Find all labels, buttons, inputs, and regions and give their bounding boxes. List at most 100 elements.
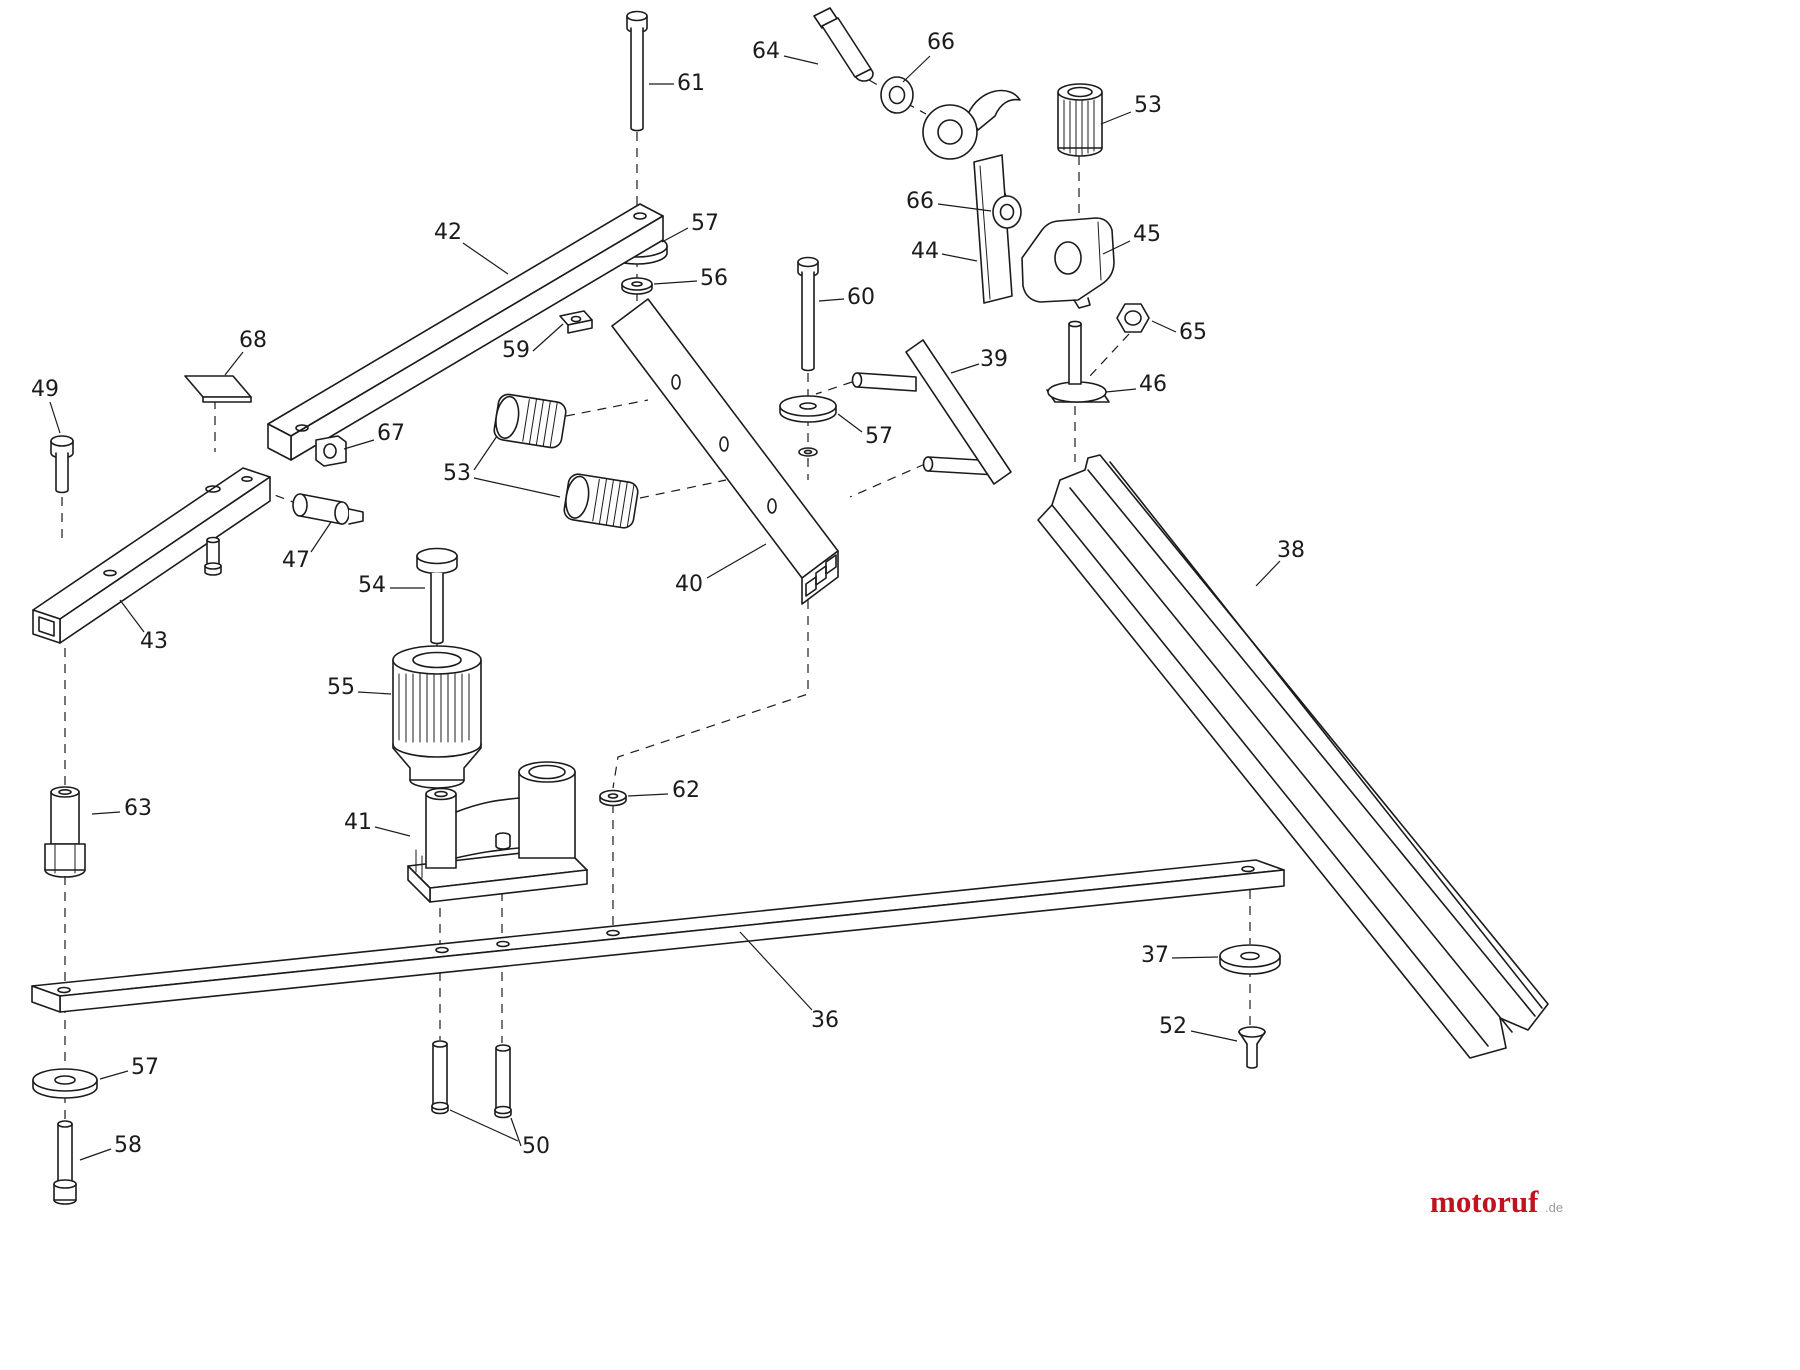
leader-line-57 xyxy=(837,413,863,433)
callout-37: 37 xyxy=(1141,943,1169,968)
leader-line-66 xyxy=(902,55,931,83)
part-37-washer xyxy=(1219,944,1281,975)
leader-line-57 xyxy=(99,1070,129,1080)
leader-line-53 xyxy=(473,435,498,471)
leader-line-36 xyxy=(739,931,813,1011)
part-39-bracket xyxy=(851,339,1012,485)
leader-line-41 xyxy=(374,826,411,837)
callout-62: 62 xyxy=(672,778,700,803)
part-53-knurled-nut-a xyxy=(493,393,567,449)
leader-line-50 xyxy=(449,1109,519,1142)
part-41-clamp xyxy=(407,761,588,903)
callout-56: 56 xyxy=(700,266,728,291)
callout-63: 63 xyxy=(124,796,152,821)
part-46-stud xyxy=(1046,320,1110,403)
callout-54: 54 xyxy=(358,573,386,598)
part-64-bolt xyxy=(813,7,874,82)
part-43-bar xyxy=(32,467,271,644)
leader-line-58 xyxy=(79,1148,112,1161)
leader-line-62 xyxy=(627,793,669,797)
part-54-screw xyxy=(416,547,458,645)
part-56-washer xyxy=(621,277,653,295)
part-59-nut xyxy=(559,310,593,334)
part-47-stud xyxy=(292,493,364,525)
part-58-bolt xyxy=(53,1120,77,1205)
callout-49: 49 xyxy=(31,377,59,402)
callout-65: 65 xyxy=(1179,320,1207,345)
callout-66: 66 xyxy=(927,30,955,55)
leader-line-53 xyxy=(473,477,561,498)
part-45-block xyxy=(1021,217,1115,309)
callout-36: 36 xyxy=(811,1008,839,1033)
callout-64: 64 xyxy=(752,39,780,64)
leader-line-50 xyxy=(510,1117,522,1147)
leader-line-49 xyxy=(49,401,61,434)
callout-41: 41 xyxy=(344,810,372,835)
part-40-bar xyxy=(611,298,839,605)
callout-42: 42 xyxy=(434,220,462,245)
part-63-adapter xyxy=(44,786,86,878)
leader-line-60 xyxy=(818,298,845,302)
callout-57: 57 xyxy=(865,424,893,449)
callout-57: 57 xyxy=(691,211,719,236)
part-42-bar xyxy=(267,203,664,461)
callout-44: 44 xyxy=(911,239,939,264)
callout-68: 68 xyxy=(239,328,267,353)
part-66-washer-a xyxy=(880,76,914,114)
part-60-bolt xyxy=(797,256,819,372)
part-53-knurled-nut-c xyxy=(1057,83,1103,157)
part-50-bolt-b xyxy=(494,1044,512,1119)
callout-50: 50 xyxy=(522,1134,550,1159)
leader-line-67 xyxy=(343,439,375,450)
leader-line-63 xyxy=(91,811,121,815)
part-44-arm xyxy=(922,89,1021,304)
leader-line-37 xyxy=(1171,956,1219,959)
watermark-brand: motoruf xyxy=(1430,1184,1539,1219)
leader-line-44 xyxy=(941,253,978,262)
callout-55: 55 xyxy=(327,675,355,700)
leader-line-59 xyxy=(532,323,564,352)
part-49-bolt xyxy=(50,435,74,494)
part-66-washer-b xyxy=(992,195,1022,229)
part-52-screw xyxy=(1238,1026,1266,1069)
callout-43: 43 xyxy=(140,629,168,654)
leader-line-56 xyxy=(653,280,698,285)
leader-line-38 xyxy=(1255,560,1281,587)
callout-38: 38 xyxy=(1277,538,1305,563)
part-67-nut xyxy=(315,435,347,467)
callout-46: 46 xyxy=(1139,372,1167,397)
leader-line-40 xyxy=(706,543,767,579)
part-65-nut xyxy=(1116,303,1150,333)
leader-line-39 xyxy=(950,363,980,374)
leader-line-52 xyxy=(1190,1030,1238,1042)
callout-57: 57 xyxy=(131,1055,159,1080)
callout-60: 60 xyxy=(847,285,875,310)
leader-line-68 xyxy=(224,351,244,376)
callout-58: 58 xyxy=(114,1133,142,1158)
part-61-bolt xyxy=(626,10,648,132)
part-36-bar xyxy=(31,859,1285,1013)
part-62-washer xyxy=(599,789,627,807)
leader-line-55 xyxy=(357,691,392,695)
callout-39: 39 xyxy=(980,347,1008,372)
leader-line-64 xyxy=(783,55,819,65)
callout-40: 40 xyxy=(675,572,703,597)
callout-47: 47 xyxy=(282,548,310,573)
part-38-rail xyxy=(1037,454,1549,1059)
leader-line-45 xyxy=(1102,240,1131,255)
leader-line-46 xyxy=(1105,388,1137,393)
callout-67: 67 xyxy=(377,421,405,446)
callout-61: 61 xyxy=(677,71,705,96)
callout-59: 59 xyxy=(502,338,530,363)
watermark-suffix: .de xyxy=(1545,1200,1563,1215)
part-55-knob xyxy=(392,645,482,789)
callout-53: 53 xyxy=(443,461,471,486)
leader-line-57 xyxy=(661,227,689,243)
leader-line-43 xyxy=(119,599,145,633)
leader-line-47 xyxy=(310,521,332,553)
leader-line-65 xyxy=(1151,320,1177,333)
leader-line-53 xyxy=(1100,111,1132,125)
callout-52: 52 xyxy=(1159,1014,1187,1039)
